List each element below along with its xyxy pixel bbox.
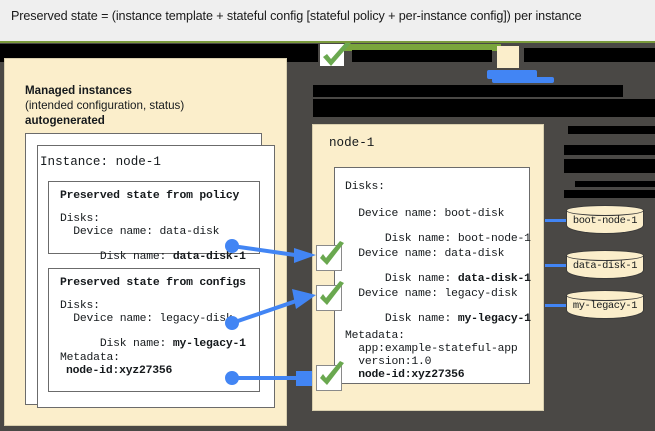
policy-disks-heading: Disks: bbox=[60, 213, 100, 225]
check-mark-glyph bbox=[320, 281, 344, 305]
check-icon-data-disk bbox=[316, 241, 344, 271]
redaction-bar-top-left bbox=[0, 44, 318, 62]
policy-disk-name-value: data-disk-1 bbox=[172, 251, 246, 263]
disk-top-ellipse bbox=[566, 290, 644, 301]
checkmark-plate-top bbox=[320, 44, 344, 66]
disk-label: my-legacy-1 bbox=[572, 300, 638, 312]
preserved-state-configs-card bbox=[48, 268, 260, 392]
disk-label: data-disk-1 bbox=[572, 260, 638, 272]
boot-disk-name-prefix: Disk name: bbox=[371, 233, 458, 245]
node-metadata-node-id: node-id:xyz27356 bbox=[345, 369, 465, 381]
node-detail-card bbox=[334, 167, 530, 384]
disk-lead-boot bbox=[545, 219, 570, 222]
redaction-bar-top-right bbox=[524, 48, 655, 62]
boot-disk-name-row: Disk name: boot-node-1 bbox=[345, 221, 531, 257]
redaction-bar-top-green-row bbox=[352, 50, 492, 62]
disk-label: boot-node-1 bbox=[572, 215, 638, 227]
node-metadata-version: version:1.0 bbox=[345, 356, 432, 368]
disk-cylinder-data-disk-1: data-disk-1 bbox=[566, 250, 644, 280]
configs-disk-name-row: Disk name: my-legacy-1 bbox=[60, 326, 246, 362]
legacy-disk-name-value: my-legacy-1 bbox=[457, 313, 531, 325]
connector-legacy-disk bbox=[225, 289, 316, 330]
disk-cylinder-my-legacy-1: my-legacy-1 bbox=[566, 290, 644, 320]
boot-disk-name-value: boot-node-1 bbox=[457, 233, 531, 245]
blue-annotation-scribble-2 bbox=[492, 77, 554, 83]
connector-data-disk bbox=[225, 239, 316, 263]
check-mark-glyph bbox=[320, 361, 344, 385]
redaction-bar-right-5 bbox=[564, 190, 655, 198]
configs-metadata-node-id: node-id:xyz27356 bbox=[66, 365, 173, 377]
policy-disk-name-row: Disk name: data-disk-1 bbox=[60, 239, 246, 275]
preserved-state-configs-title: Preserved state from configs bbox=[60, 277, 246, 289]
legacy-disk-name-prefix: Disk name: bbox=[371, 313, 458, 325]
data-disk-name-prefix: Disk name: bbox=[371, 273, 458, 285]
legacy-disk-name-row: Disk name: my-legacy-1 bbox=[345, 301, 531, 337]
green-divider-rule bbox=[0, 41, 655, 43]
managed-instances-subtitle: (intended configuration, status) bbox=[25, 99, 185, 112]
disk-top-ellipse bbox=[566, 250, 644, 261]
preserved-state-policy-card bbox=[48, 181, 260, 254]
cream-chip-top bbox=[497, 46, 519, 68]
disk-lead-legacy bbox=[545, 304, 570, 307]
configs-metadata-heading: Metadata: bbox=[60, 352, 120, 364]
redaction-bar-right-4 bbox=[575, 181, 655, 187]
configs-disk-name-value: my-legacy-1 bbox=[172, 338, 246, 350]
caption-band bbox=[0, 0, 655, 41]
connector-node-id bbox=[225, 371, 312, 386]
redaction-bar-mid-2 bbox=[313, 99, 655, 117]
redaction-bar-right-3 bbox=[564, 159, 655, 173]
check-mark-glyph bbox=[320, 241, 344, 265]
check-icon-top bbox=[318, 40, 352, 72]
redaction-bar-mid-1 bbox=[313, 85, 623, 97]
green-highlight-bar-top bbox=[336, 44, 501, 51]
node-label: node-1 bbox=[329, 136, 375, 150]
boot-disk-device: Device name: boot-disk bbox=[345, 208, 505, 220]
policy-device-name: Device name: data-disk bbox=[60, 226, 220, 238]
preserved-state-policy-title: Preserved state from policy bbox=[60, 190, 240, 202]
configs-disks-heading: Disks: bbox=[60, 300, 100, 312]
instance-label: Instance: node-1 bbox=[40, 155, 161, 169]
disk-lead-data bbox=[545, 264, 570, 267]
configs-disk-name-prefix: Disk name: bbox=[86, 338, 173, 350]
disk-cylinder-boot-node-1: boot-node-1 bbox=[566, 205, 644, 235]
check-icon-node-id bbox=[316, 361, 344, 391]
blue-annotation-scribble bbox=[487, 70, 537, 79]
redaction-bar-right-2 bbox=[564, 145, 655, 155]
redaction-bar-right-1 bbox=[568, 126, 655, 134]
node-disks-heading: Disks: bbox=[345, 181, 385, 193]
legacy-disk-device: Device name: legacy-disk bbox=[345, 288, 518, 300]
caption-text: Preserved state = (instance template + s… bbox=[11, 9, 582, 23]
data-disk-name-row: Disk name: data-disk-1 bbox=[345, 261, 531, 297]
disk-top-ellipse bbox=[566, 205, 644, 216]
configs-device-name: Device name: legacy-disk bbox=[60, 313, 233, 325]
data-disk-device: Device name: data-disk bbox=[345, 248, 505, 260]
policy-disk-name-prefix: Disk name: bbox=[86, 251, 173, 263]
managed-instances-title: Managed instances bbox=[25, 84, 132, 97]
node-metadata-app: app:example-stateful-app bbox=[345, 343, 518, 355]
node-metadata-heading: Metadata: bbox=[345, 330, 405, 342]
data-disk-name-value: data-disk-1 bbox=[457, 273, 531, 285]
managed-instances-autogenerated: autogenerated bbox=[25, 114, 105, 127]
check-icon-legacy-disk bbox=[316, 281, 344, 311]
